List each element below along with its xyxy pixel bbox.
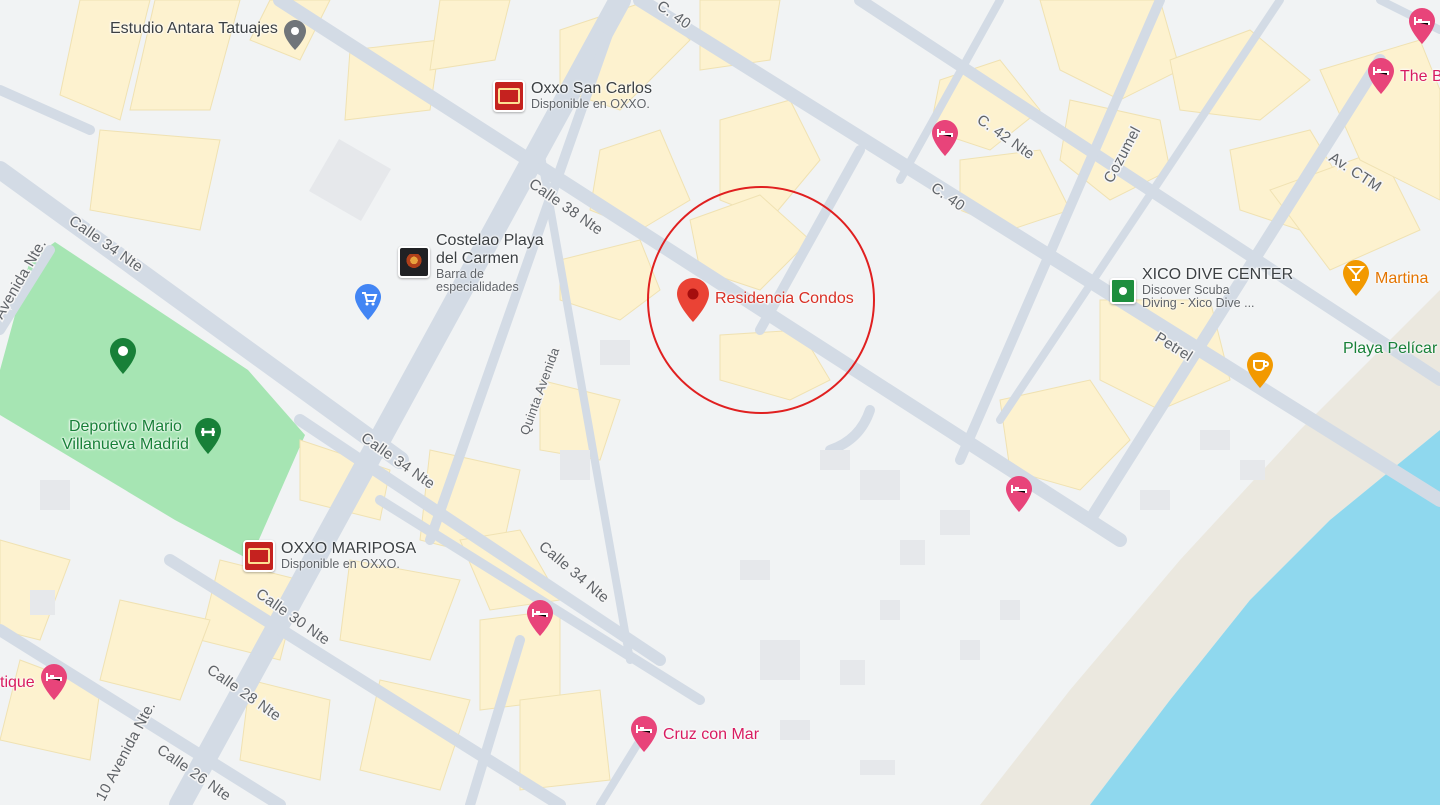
- poi-sublabel: especialidades: [436, 280, 519, 294]
- poi-martina[interactable]: Martina: [1343, 260, 1428, 296]
- poi-boutique[interactable]: tique: [0, 664, 67, 700]
- poi-label: Estudio Antara Tatuajes: [110, 20, 278, 37]
- hotel-icon: [631, 716, 657, 752]
- poi-sublabel: Disponible en OXXO.: [281, 557, 400, 571]
- poi-label: Oxxo San Carlos: [531, 80, 652, 97]
- poi-oxxo-mariposa[interactable]: OXXO MARIPOSA Disponible en OXXO.: [243, 540, 416, 572]
- shopping-cart-icon[interactable]: [355, 284, 381, 320]
- poi-label: Martina: [1375, 270, 1429, 287]
- hotel-icon: [40, 664, 67, 700]
- poi-label: OXXO MARIPOSA: [281, 540, 417, 557]
- building-footprints: [30, 139, 1265, 775]
- poi-label: Residencia Condos: [715, 290, 854, 307]
- poi-costelao[interactable]: Costelao Playa del Carmen Barra de espec…: [398, 232, 544, 294]
- cafe-icon[interactable]: [1247, 352, 1273, 388]
- poi-xico-dive-center[interactable]: XICO DIVE CENTER Discover Scuba Diving -…: [1110, 266, 1293, 310]
- poi-sublabel: Disponible en OXXO.: [531, 97, 650, 111]
- poi-sublabel: Diving - Xico Dive ...: [1142, 296, 1255, 310]
- poi-label: Playa Pelícar: [1343, 340, 1438, 357]
- bar-icon: [1343, 260, 1369, 296]
- selection-circle: [647, 186, 875, 414]
- poi-sublabel: Barra de: [436, 267, 484, 281]
- hotel-icon[interactable]: [527, 600, 553, 636]
- park-icon: [194, 418, 221, 454]
- poi-label: Costelao Playa: [436, 232, 544, 249]
- poi-label: Deportivo Mario: [68, 418, 182, 435]
- park-icon[interactable]: [110, 338, 136, 374]
- bar-icon: [398, 246, 430, 278]
- store-icon: [493, 80, 525, 112]
- poi-label: Cruz con Mar: [663, 726, 760, 743]
- poi-playa-pelicanos[interactable]: Playa Pelícar: [1343, 340, 1437, 358]
- store-icon: [243, 540, 275, 572]
- poi-cruz-con-mar[interactable]: Cruz con Mar: [631, 716, 759, 752]
- map-pin-icon: [283, 20, 306, 50]
- poi-the-b[interactable]: The B: [1368, 58, 1440, 94]
- beach: [980, 290, 1440, 805]
- poi-label: tique: [0, 674, 35, 691]
- poi-estudio-antara[interactable]: Estudio Antara Tatuajes: [110, 20, 306, 50]
- map-pin-icon: [677, 278, 709, 322]
- poi-oxxo-san-carlos[interactable]: Oxxo San Carlos Disponible en OXXO.: [493, 80, 652, 112]
- poi-sublabel: Discover Scuba: [1142, 283, 1230, 297]
- poi-label: XICO DIVE CENTER: [1142, 266, 1294, 283]
- poi-label: del Carmen: [436, 250, 519, 267]
- poi-deportivo[interactable]: Deportivo Mario Villanueva Madrid: [62, 418, 221, 454]
- hotel-icon: [1368, 58, 1394, 94]
- selected-place[interactable]: Residencia Condos: [677, 278, 854, 322]
- poi-label: The B: [1400, 68, 1440, 85]
- store-icon: [1110, 278, 1136, 304]
- park-area: [0, 242, 305, 560]
- poi-label: Villanueva Madrid: [62, 436, 189, 453]
- hotel-icon[interactable]: [1409, 8, 1435, 44]
- hotel-icon[interactable]: [932, 120, 958, 156]
- sea: [1090, 430, 1440, 805]
- hotel-icon[interactable]: [1006, 476, 1032, 512]
